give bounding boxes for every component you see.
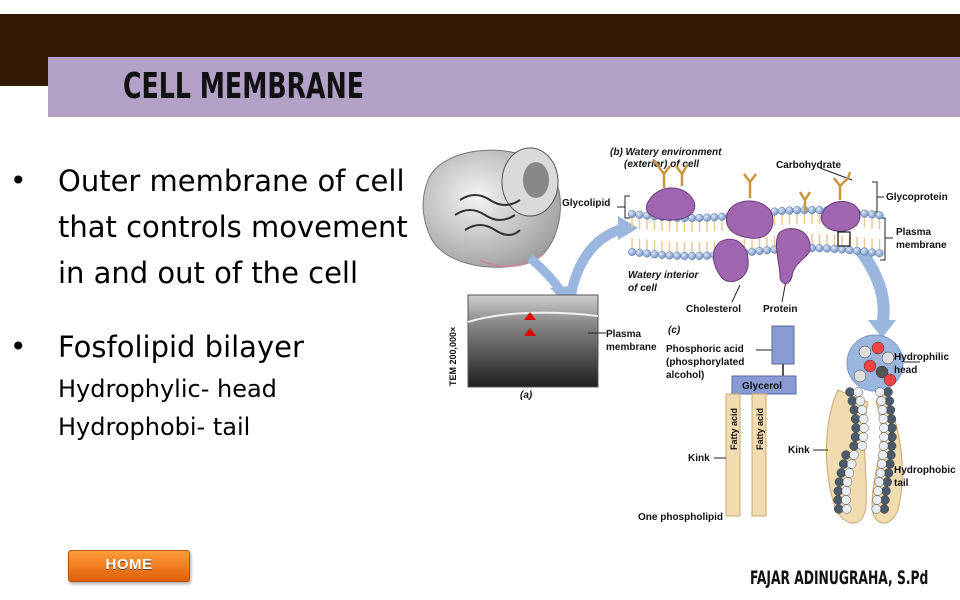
watery-interior-label: Watery interior	[628, 270, 699, 281]
a-plasma-membrane-label: Plasma	[606, 329, 641, 340]
tem-magnification: TEM 200,000×	[448, 327, 458, 386]
slide-title: CELL MEMBRANE	[123, 66, 365, 107]
glycoprotein-bracket	[872, 181, 884, 213]
tem-membrane-line	[467, 311, 599, 323]
one-phospholipid-label: One phospholipid	[638, 512, 723, 523]
c-label: (c)	[668, 325, 681, 336]
bullet-item-2: • Fosfolipid bilayer Hydrophylic- head H…	[10, 324, 430, 446]
protein-shape	[820, 201, 861, 232]
phosphate-block	[771, 325, 795, 365]
plasma-membrane-label: Plasma	[896, 227, 931, 238]
phosphoric-acid-label-2: (phosphorylated	[666, 357, 744, 368]
arrow-head	[618, 216, 638, 240]
protein-shape	[775, 228, 811, 284]
sub-bullet-head: Hydrophylic- head	[58, 375, 277, 403]
sub-bullet-tail: Hydrophobi- tail	[58, 413, 251, 441]
watery-interior-label-2: of cell	[628, 283, 657, 294]
arrow-cell-to-tem	[527, 254, 564, 293]
arrow-membrane-to-phospholipid	[855, 246, 890, 327]
bullet-text: Outer membrane of cell that controls mov…	[58, 164, 408, 290]
zoom-box	[837, 231, 851, 247]
a-label: (a)	[520, 390, 533, 401]
phosphoric-acid-label-3: alcohol)	[666, 370, 704, 381]
bullet-text: Fosfolipid bilayer	[58, 330, 304, 364]
kink-label-2: Kink	[788, 445, 810, 456]
plasma-membrane-label-2: membrane	[896, 240, 947, 251]
bullet-icon: •	[10, 164, 27, 197]
carbohydrate-chains	[652, 159, 852, 212]
fatty-acid-label-2: Fatty acid	[755, 408, 765, 450]
fatty-acid-tail-2	[751, 393, 767, 517]
kink-label-1: Kink	[688, 453, 710, 464]
phosphoric-acid-label: Phosphoric acid	[666, 344, 744, 355]
protein-label: Protein	[763, 304, 797, 315]
title-bar	[48, 57, 960, 117]
glycolipid-label: Glycolipid	[562, 198, 610, 209]
fatty-acid-label-1: Fatty acid	[729, 408, 739, 450]
protein-shape	[646, 187, 696, 221]
tem-micrograph	[467, 294, 599, 388]
space-filling-model	[826, 334, 904, 524]
carbohydrate-label: Carbohydrate	[776, 160, 841, 171]
author-credit: FAJAR ADINUGRAHA, S.Pd	[750, 567, 929, 589]
b-label-2: (exterior) of cell	[624, 159, 699, 170]
tem-marker-arrow	[524, 328, 536, 336]
hydrophilic-label-2: head	[894, 365, 917, 376]
glycoprotein-label: Glycoprotein	[886, 192, 948, 203]
bullet-icon: •	[10, 330, 27, 363]
protein-shape	[726, 200, 774, 239]
protein-shape	[713, 238, 749, 282]
cholesterol-pointer	[731, 284, 741, 303]
arrow-tem-to-membrane	[565, 223, 627, 301]
hydrophilic-label: Hydrophilic	[894, 352, 949, 363]
bullet-list: • Outer membrane of cell that controls m…	[10, 158, 430, 446]
hydrophobic-label: Hydrophobic	[894, 465, 956, 476]
cell-membrane-diagram: (b) Watery environment (exterior) of cel…	[422, 147, 956, 524]
arrow-head	[868, 320, 896, 338]
bullet-item-1: • Outer membrane of cell that controls m…	[10, 158, 430, 296]
cell-illustration	[422, 147, 561, 268]
glycerol-label: Glycerol	[742, 381, 782, 392]
a-plasma-membrane-label-2: membrane	[606, 342, 657, 353]
tem-marker-arrow	[524, 312, 536, 320]
home-button[interactable]: HOME	[68, 550, 190, 582]
plasma-membrane-bracket	[880, 217, 893, 261]
b-label: (b) Watery environment	[610, 147, 722, 158]
hydrophobic-label-2: tail	[894, 478, 909, 489]
cholesterol-label: Cholesterol	[686, 304, 741, 315]
glycolipid-bracket	[617, 195, 630, 219]
fatty-acid-tail-1	[725, 393, 741, 517]
